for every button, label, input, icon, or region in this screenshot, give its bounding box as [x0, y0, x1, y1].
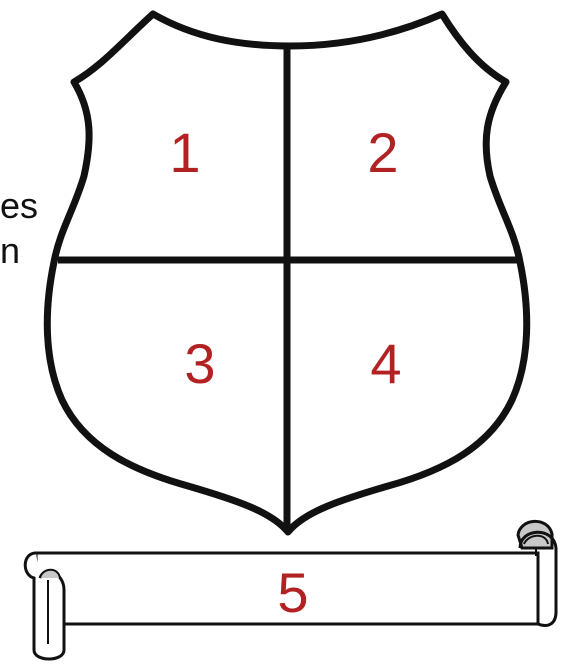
banner-label-5: 5 [277, 561, 308, 624]
region-label-3: 3 [184, 332, 215, 395]
region-label-2: 2 [367, 121, 398, 184]
region-label-1: 1 [169, 121, 200, 184]
region-label-4: 4 [370, 332, 401, 395]
